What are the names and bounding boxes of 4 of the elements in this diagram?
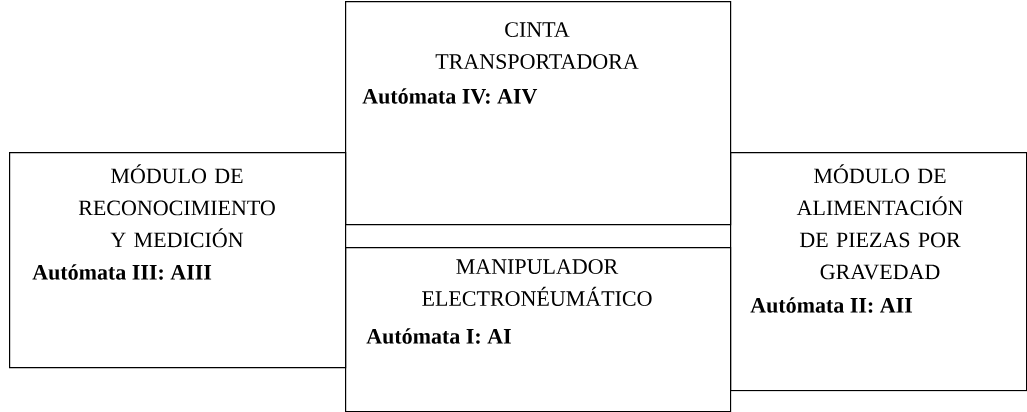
module-box: MÓDULO DE RECONOCIMIENTO Y MEDICIÓN Autómata III: AIII [9, 152, 347, 369]
module-box: MÓDULO DE ALIMENTACIÓN DE PIEZAS POR GRAVEDAD Autómata II: AII [730, 152, 1027, 392]
module-box: MANIPULADOR ELECTRONÉUMÁTICO Autómata I: AI [345, 247, 732, 412]
module-box: CINTA TRANSPORTADORA Autómata IV: AIV [345, 1, 732, 226]
